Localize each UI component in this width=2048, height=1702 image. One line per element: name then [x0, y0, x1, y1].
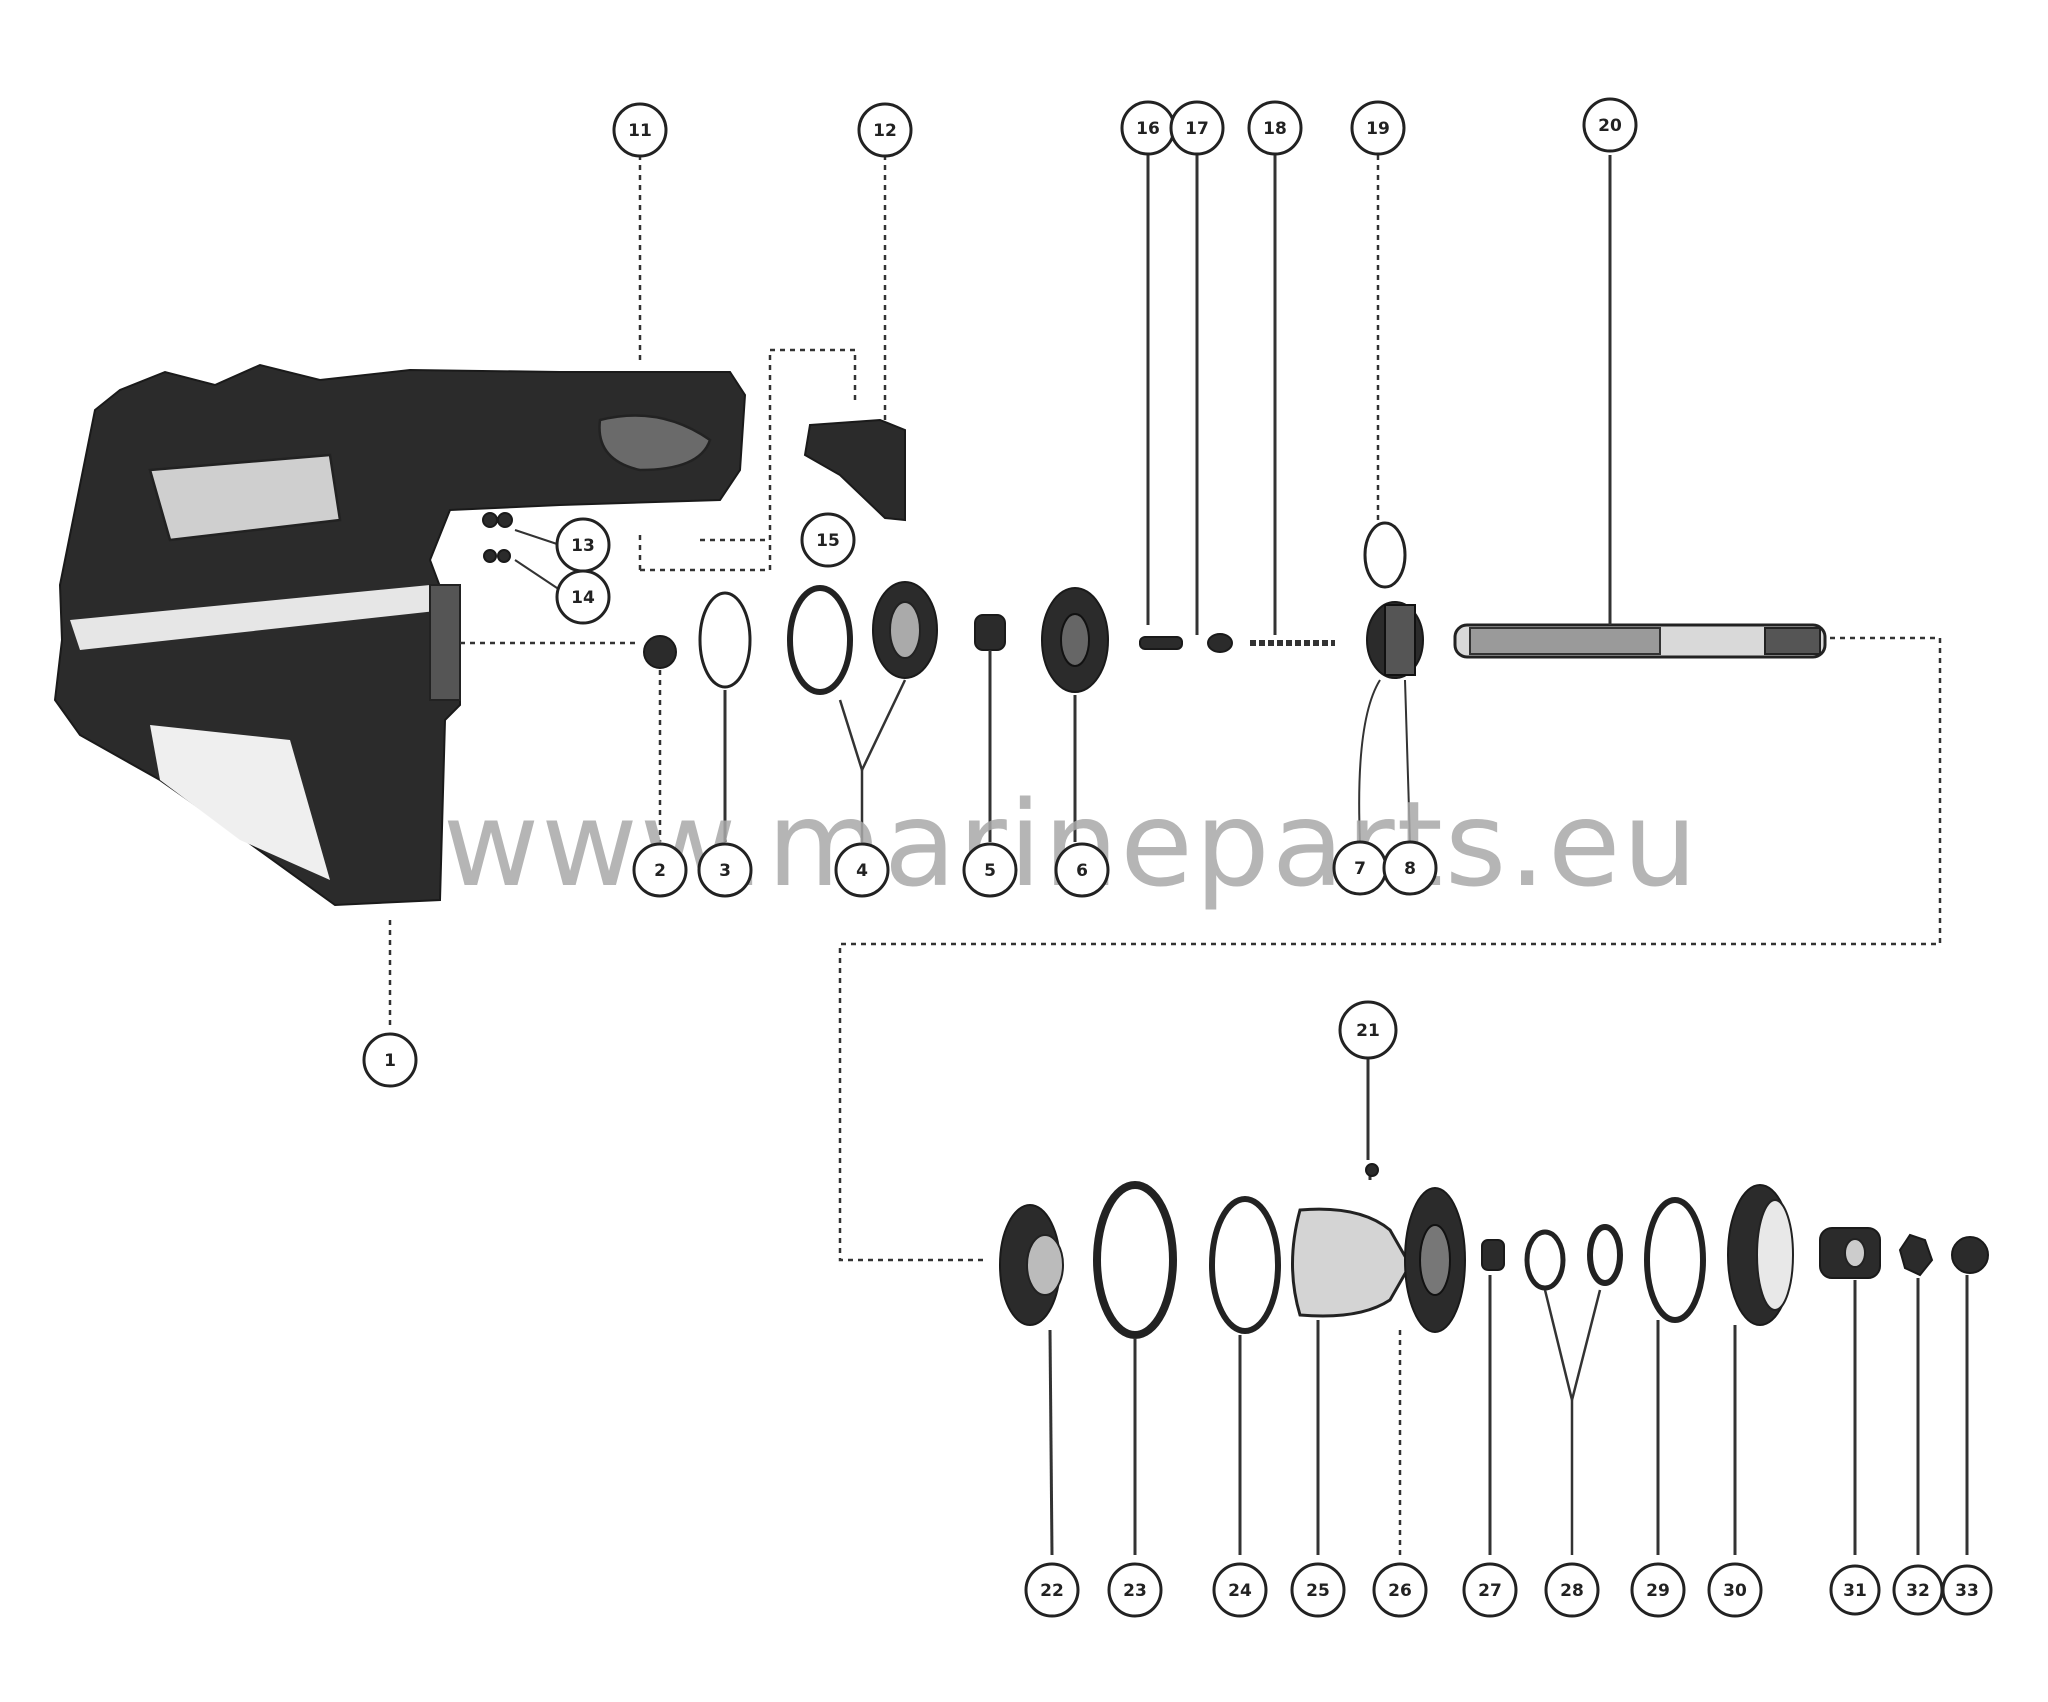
tapered-bearing [872, 581, 938, 679]
callout-23: 23 [1107, 1562, 1163, 1618]
o-ring [1209, 1196, 1281, 1334]
callout-20: 20 [1582, 97, 1638, 153]
svg-text:15: 15 [816, 531, 840, 551]
svg-text:30: 30 [1723, 1581, 1747, 1601]
callout-13: 13 [555, 517, 611, 573]
svg-text:22: 22 [1040, 1581, 1064, 1601]
callout-18: 18 [1247, 100, 1303, 156]
svg-text:6: 6 [1076, 861, 1088, 881]
callout-32: 32 [1892, 1564, 1944, 1616]
svg-text:8: 8 [1404, 859, 1416, 879]
callout-15: 15 [800, 512, 856, 568]
svg-text:33: 33 [1955, 1581, 1979, 1601]
callout-29: 29 [1630, 1562, 1686, 1618]
callout-2: 2 [632, 842, 688, 898]
callout-26: 26 [1372, 1562, 1428, 1618]
screws-13-14 [482, 512, 561, 591]
bearing-carrier-seal [999, 1204, 1064, 1326]
callout-7: 7 [1332, 840, 1388, 896]
large-o-ring [1093, 1181, 1177, 1339]
gear-housing [53, 363, 747, 907]
shaft-connector-line [838, 636, 1942, 1262]
svg-text:12: 12 [873, 121, 897, 141]
svg-text:1: 1 [384, 1051, 396, 1071]
svg-text:4: 4 [856, 861, 868, 881]
small-bearing [643, 635, 677, 669]
callout-24: 24 [1212, 1562, 1268, 1618]
svg-text:19: 19 [1366, 119, 1390, 139]
callout-21: 21 [1338, 1000, 1398, 1060]
svg-text:32: 32 [1906, 1581, 1930, 1601]
washer [1524, 1229, 1566, 1291]
callout-28: 28 [1544, 1562, 1600, 1618]
propeller-nut [1951, 1236, 1989, 1274]
retainer-ring [1644, 1197, 1706, 1323]
svg-text:2: 2 [654, 861, 666, 881]
callout-16: 16 [1120, 100, 1176, 156]
svg-text:28: 28 [1560, 1581, 1584, 1601]
svg-text:20: 20 [1598, 116, 1622, 136]
callout-27: 27 [1462, 1562, 1518, 1618]
svg-text:18: 18 [1263, 119, 1287, 139]
callout-30: 30 [1707, 1562, 1763, 1618]
callout-1: 1 [362, 1032, 418, 1088]
callout-11: 11 [612, 102, 668, 158]
trim-tab [803, 418, 906, 522]
thrust-hub [1819, 1227, 1881, 1279]
sliding-clutch [1366, 601, 1424, 679]
callout-6: 6 [1054, 842, 1110, 898]
cross-pin-retainer [1363, 521, 1407, 589]
bearing-carrier [1291, 1163, 1466, 1333]
svg-text:25: 25 [1306, 1581, 1330, 1601]
svg-text:14: 14 [571, 588, 595, 608]
spring [1139, 636, 1183, 650]
svg-text:17: 17 [1185, 119, 1209, 139]
svg-text:3: 3 [719, 861, 731, 881]
shim-ring [698, 591, 752, 689]
callout-31: 31 [1829, 1564, 1881, 1616]
svg-text:11: 11 [628, 121, 652, 141]
svg-text:13: 13 [571, 536, 595, 556]
callout-19: 19 [1350, 100, 1406, 156]
callout-17: 17 [1169, 100, 1225, 156]
callout-12: 12 [857, 102, 913, 158]
callout-3: 3 [697, 842, 753, 898]
callout-33: 33 [1941, 1564, 1993, 1616]
callout-14: 14 [555, 569, 611, 625]
small-ring [1587, 1224, 1623, 1286]
callout-4: 4 [834, 842, 890, 898]
svg-text:24: 24 [1228, 1581, 1252, 1601]
sleeve [974, 614, 1006, 651]
svg-text:23: 23 [1123, 1581, 1147, 1601]
svg-text:7: 7 [1354, 859, 1366, 879]
svg-text:5: 5 [984, 861, 996, 881]
svg-text:29: 29 [1646, 1581, 1670, 1601]
svg-text:16: 16 [1136, 119, 1160, 139]
tab-washer [1898, 1233, 1934, 1277]
callout-25: 25 [1290, 1562, 1346, 1618]
propeller-hub [1727, 1184, 1794, 1326]
thrust-hub-sleeve [1481, 1239, 1505, 1271]
callout-8: 8 [1382, 840, 1438, 896]
leader-lines [388, 155, 1969, 1556]
svg-text:26: 26 [1388, 1581, 1412, 1601]
callout-5: 5 [962, 842, 1018, 898]
ball [1207, 633, 1233, 653]
bearing-race [787, 585, 853, 695]
forward-gear [1041, 587, 1109, 693]
svg-text:21: 21 [1356, 1021, 1380, 1041]
svg-text:27: 27 [1478, 1581, 1502, 1601]
svg-text:31: 31 [1843, 1581, 1867, 1601]
trim-tab-bracket [638, 348, 857, 572]
callout-22: 22 [1024, 1562, 1080, 1618]
propeller-shaft [1453, 623, 1827, 659]
